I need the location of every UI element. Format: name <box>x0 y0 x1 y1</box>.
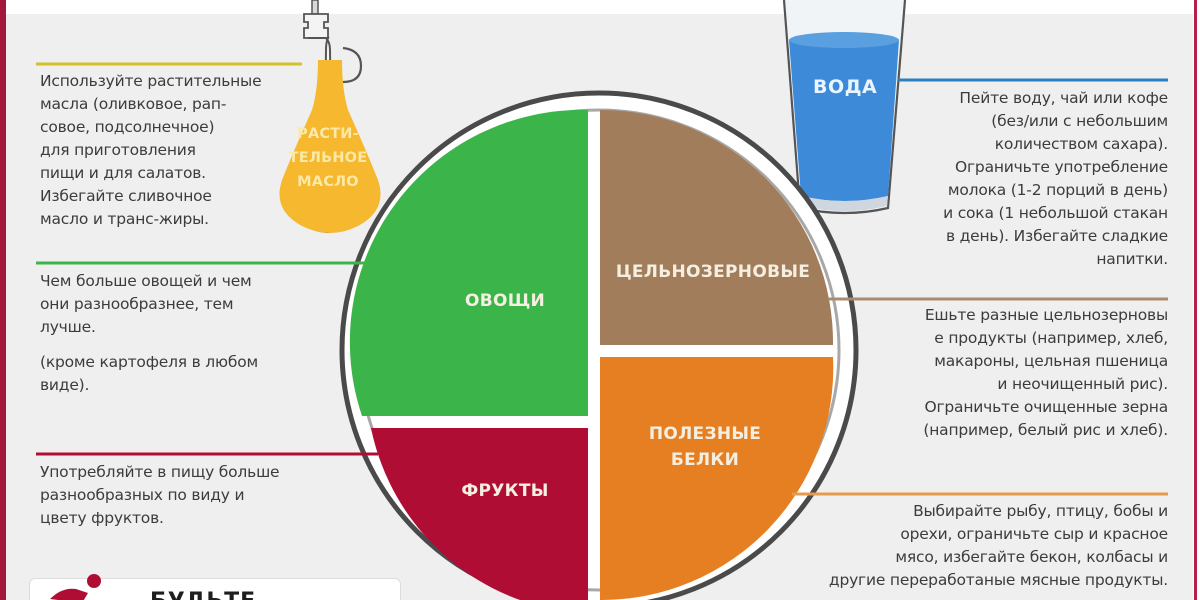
whole-grains-label: ЦЕЛЬНОЗЕРНОВЫЕ <box>615 262 811 282</box>
vegetables-section <box>349 109 588 416</box>
plate-icon <box>339 90 859 600</box>
fruits-section <box>371 428 588 600</box>
be-active-label: БУДЬТЕ АКТИВНЫ! <box>150 589 400 600</box>
vegetables-label: ОВОЩИ <box>464 291 546 311</box>
fruits-label: ФРУКТЫ <box>461 481 549 501</box>
water-label: ВОДА <box>813 76 878 98</box>
frame-left-border <box>0 0 6 600</box>
fruits-description: Употребляйте в пищу больше разнообразных… <box>40 463 280 527</box>
water-glass-icon <box>782 0 907 215</box>
whole-grains-description: Ешьте разные цельнозерновы е продукты (н… <box>923 306 1168 439</box>
oil-bottle-icon <box>279 0 381 233</box>
running-person-icon <box>50 574 101 600</box>
proteins-description: Выбирайте рыбу, птицу, бобы и орехи, огр… <box>828 502 1168 589</box>
be-active-banner: БУДЬТЕ АКТИВНЫ! <box>29 574 401 600</box>
whole-grains-section <box>600 109 834 345</box>
water-description: Пейте воду, чай или кофе (без/или с небо… <box>943 89 1168 268</box>
oil-label: РАСТИ- ТЕЛЬНОЕ МАСЛО <box>288 126 368 190</box>
proteins-section <box>600 357 834 600</box>
frame-right-border <box>1193 0 1200 600</box>
proteins-label: ПОЛЕЗНЫЕ БЕЛКИ <box>648 424 762 470</box>
oil-description: Используйте растительные масла (оливково… <box>40 72 262 228</box>
vegetables-description: Чем больше овощей и чем они разнообразне… <box>40 272 258 394</box>
